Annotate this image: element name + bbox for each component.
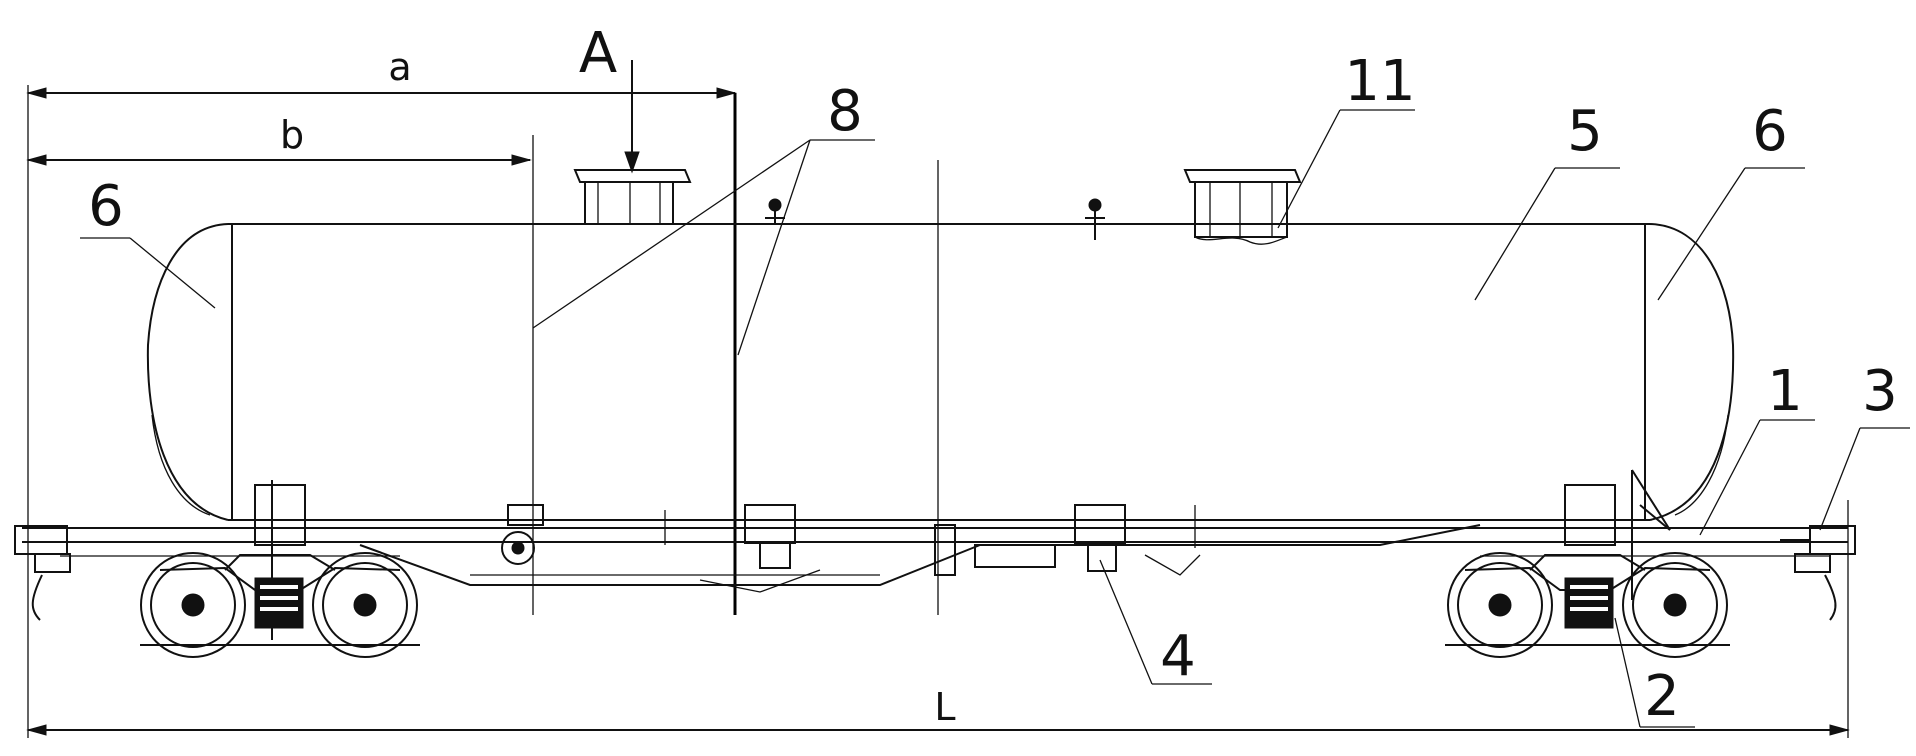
- underframe: [22, 504, 1848, 593]
- callout-6-right: 6: [1657, 99, 1805, 301]
- view-a-label: A: [579, 21, 617, 86]
- bogie-left: [140, 480, 420, 658]
- callout-4: 4: [1099, 559, 1212, 689]
- part-1-label: 1: [1767, 359, 1803, 424]
- dimension-l-label: L: [934, 685, 955, 729]
- part-2-label: 2: [1644, 664, 1680, 729]
- part-11-label: 11: [1344, 49, 1415, 114]
- callout-2: 2: [1614, 617, 1695, 729]
- tank-body: [146, 223, 1735, 521]
- view-a-arrow: A: [579, 21, 640, 174]
- part-6-left-label: 6: [88, 174, 124, 239]
- extension-lines: [27, 85, 1849, 738]
- dimension-l: L: [26, 685, 1850, 736]
- dimension-a-label: a: [388, 45, 411, 89]
- dimension-b-label: b: [280, 113, 304, 157]
- callout-8: 8: [532, 79, 875, 356]
- dome-left: [573, 169, 692, 225]
- part-3-label: 3: [1862, 359, 1898, 424]
- dimension-b: b: [26, 113, 532, 166]
- callout-3: 3: [1819, 359, 1910, 531]
- bogie-right: [1445, 469, 1730, 658]
- part-5-label: 5: [1567, 99, 1603, 164]
- callout-1: 1: [1699, 359, 1815, 536]
- coupler-left: [14, 525, 71, 621]
- part-8-label: 8: [827, 79, 863, 144]
- part-4-label: 4: [1160, 624, 1196, 689]
- coupler-right: [1780, 525, 1856, 621]
- top-valves: [765, 198, 1105, 240]
- section-lines: [532, 93, 939, 615]
- dimension-a: a: [26, 45, 737, 99]
- callout-6-left: 6: [80, 174, 216, 309]
- dome-right: [1183, 169, 1302, 245]
- callout-5: 5: [1474, 99, 1620, 301]
- callout-11: 11: [1277, 49, 1416, 229]
- part-6-right-label: 6: [1752, 99, 1788, 164]
